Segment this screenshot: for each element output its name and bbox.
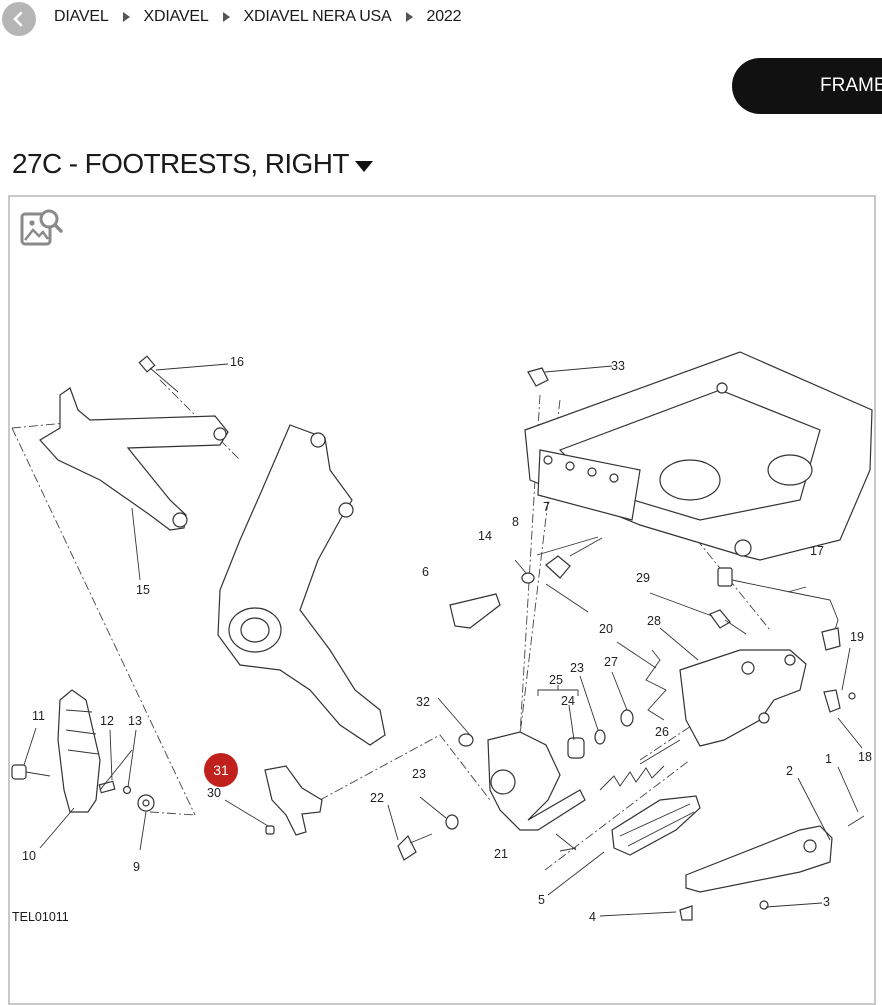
breadcrumb-item[interactable]: DIAVEL bbox=[54, 8, 109, 25]
callout-label[interactable]: 25 bbox=[549, 673, 563, 687]
callout-label[interactable]: 27 bbox=[604, 655, 618, 669]
callout-label[interactable]: 5 bbox=[538, 893, 545, 907]
breadcrumb: DIAVEL XDIAVEL XDIAVEL NERA USA 2022 bbox=[54, 8, 461, 26]
callout-label[interactable]: 21 bbox=[494, 847, 508, 861]
breadcrumb-item[interactable]: XDIAVEL NERA USA bbox=[243, 8, 392, 25]
callout-label[interactable]: 33 bbox=[611, 359, 625, 373]
top-bar: DIAVEL XDIAVEL XDIAVEL NERA USA 2022 bbox=[0, 0, 882, 40]
callout-label[interactable]: 18 bbox=[858, 750, 872, 764]
caret-down-icon bbox=[354, 160, 373, 172]
callout-label[interactable]: 8 bbox=[512, 515, 519, 529]
section-button[interactable]: FRAME bbox=[732, 58, 882, 114]
heel-guard-part bbox=[217, 424, 386, 746]
callout-label[interactable]: 17 bbox=[810, 544, 824, 558]
chevron-left-icon bbox=[13, 11, 23, 27]
bracket-part bbox=[264, 765, 323, 836]
callout-label[interactable]: 10 bbox=[22, 849, 36, 863]
chevron-right-icon bbox=[405, 12, 413, 22]
page-title[interactable]: 27C - FOOTRESTS, RIGHT bbox=[12, 148, 373, 180]
footpeg-part bbox=[11, 689, 155, 813]
callout-label[interactable]: 26 bbox=[655, 725, 669, 739]
callout-label[interactable]: 14 bbox=[478, 529, 492, 543]
callout-label[interactable]: 29 bbox=[636, 571, 650, 585]
callout-label[interactable]: 28 bbox=[647, 614, 661, 628]
breadcrumb-item[interactable]: 2022 bbox=[426, 8, 462, 25]
zoom-image-icon[interactable] bbox=[20, 206, 64, 250]
chevron-right-icon bbox=[122, 12, 130, 22]
callout-label[interactable]: 12 bbox=[100, 714, 114, 728]
callout-label[interactable]: 9 bbox=[133, 860, 140, 874]
highlighted-callout[interactable]: 31 bbox=[204, 753, 238, 787]
callout-label[interactable]: 32 bbox=[416, 695, 430, 709]
callout-label[interactable]: 13 bbox=[128, 714, 142, 728]
callout-leaders bbox=[23, 363, 863, 917]
back-button[interactable] bbox=[2, 2, 36, 36]
page-title-text: 27C - FOOTRESTS, RIGHT bbox=[12, 148, 349, 179]
chevron-right-icon bbox=[222, 12, 230, 22]
drawing-code: TEL01011 bbox=[12, 910, 69, 924]
callout-label[interactable]: 2 bbox=[786, 764, 793, 778]
highlighted-callout-label: 31 bbox=[213, 762, 229, 778]
footrest-bracket-part bbox=[39, 387, 229, 531]
callout-label[interactable]: 15 bbox=[136, 583, 150, 597]
frame-part bbox=[524, 351, 873, 561]
callout-labels: 1 2 3 4 5 6 7 8 9 10 11 12 13 14 15 16 1… bbox=[22, 355, 872, 924]
callout-label[interactable]: 19 bbox=[850, 630, 864, 644]
callout-label[interactable]: 20 bbox=[599, 622, 613, 636]
callout-label[interactable]: 24 bbox=[561, 694, 575, 708]
callout-label[interactable]: 22 bbox=[370, 791, 384, 805]
bolt-part bbox=[138, 355, 179, 393]
callout-label[interactable]: 7 bbox=[543, 500, 550, 514]
callout-label[interactable]: 4 bbox=[589, 910, 596, 924]
breadcrumb-item[interactable]: XDIAVEL bbox=[143, 8, 209, 25]
callout-label[interactable]: 16 bbox=[230, 355, 244, 369]
rider-footpeg-assembly bbox=[397, 367, 865, 921]
callout-label[interactable]: 23 bbox=[412, 767, 426, 781]
callout-label[interactable]: 3 bbox=[823, 895, 830, 909]
callout-label[interactable]: 23 bbox=[570, 661, 584, 675]
callout-label[interactable]: 6 bbox=[422, 565, 429, 579]
callout-label[interactable]: 30 bbox=[207, 786, 221, 800]
callout-label[interactable]: 1 bbox=[825, 752, 832, 766]
callout-label[interactable]: 11 bbox=[32, 709, 45, 723]
